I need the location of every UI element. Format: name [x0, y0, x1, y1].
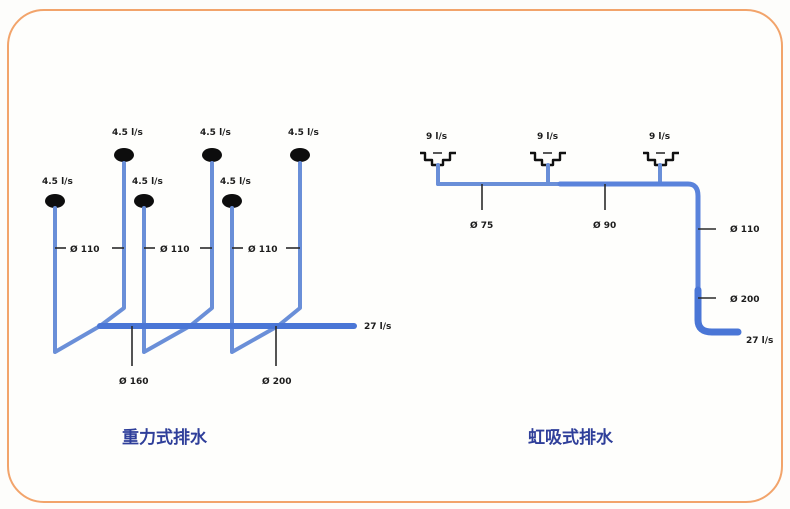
- inlet-flow-label: 4.5 l/s: [288, 128, 319, 138]
- pipe-diameter-label: Ø 110: [730, 224, 760, 235]
- gravity-branch-pipe: [98, 161, 126, 328]
- inlet-flow-label: 4.5 l/s: [200, 128, 231, 138]
- inlet-flow-label: 4.5 l/s: [132, 177, 163, 187]
- pipe-diameter-label: Ø 110: [160, 244, 190, 255]
- inlet-flow-label: 4.5 l/s: [220, 177, 251, 187]
- roof-drain-icon: [45, 194, 65, 208]
- pipe-diameter-label: Ø 110: [70, 244, 100, 255]
- roof-drain-icon: [114, 148, 134, 162]
- pipe-diameter-label: Ø 200: [730, 294, 760, 305]
- gravity-branch-pipe: [142, 206, 192, 354]
- outlet-flow-label: 27 l/s: [746, 336, 773, 346]
- pipe-diameter-label: Ø 200: [262, 376, 292, 387]
- gravity-drainage-system: 4.5 l/s 4.5 l/s 4.5 l/s 4.5 l/s 4.5 l/s …: [42, 128, 391, 448]
- roof-drain-icon: [202, 148, 222, 162]
- inlet-flow-label: 9 l/s: [537, 132, 558, 142]
- gravity-branch-pipe: [230, 206, 280, 354]
- siphonic-caption: 虹吸式排水: [528, 427, 614, 448]
- siphonic-collector-pipe: [557, 181, 701, 293]
- roof-drain-icon: [222, 194, 242, 208]
- pipe-diameter-label: Ø 75: [470, 220, 493, 231]
- gravity-branch-pipe: [188, 161, 214, 328]
- outlet-flow-label: 27 l/s: [364, 322, 391, 332]
- inlet-flow-label: 9 l/s: [649, 132, 670, 142]
- gravity-caption: 重力式排水: [122, 427, 208, 448]
- pipe-diameter-label: Ø 160: [119, 376, 149, 387]
- panel-border: [7, 9, 783, 503]
- inlet-flow-label: 4.5 l/s: [112, 128, 143, 138]
- gravity-branch-pipe: [276, 161, 302, 328]
- pipe-diameter-label: Ø 110: [248, 244, 278, 255]
- roof-drain-icon: [290, 148, 310, 162]
- inlet-flow-label: 4.5 l/s: [42, 177, 73, 187]
- pipe-diameter-label: Ø 90: [593, 220, 616, 231]
- roof-drain-icon: [134, 194, 154, 208]
- inlet-flow-label: 9 l/s: [426, 132, 447, 142]
- siphonic-drainage-system: 9 l/s 9 l/s 9 l/s Ø 75 Ø 90 Ø 110 Ø 200 …: [420, 132, 773, 448]
- gravity-branch-pipe: [53, 206, 102, 354]
- siphonic-vertical-pipe: [694, 286, 742, 336]
